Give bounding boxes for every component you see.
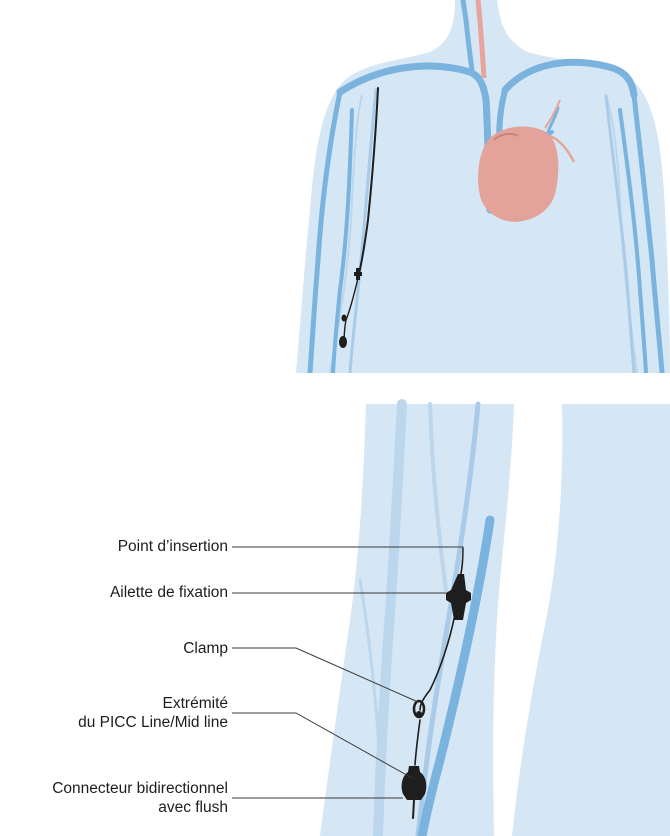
label-connector: Connecteur bidirectionnel avec flush — [52, 779, 228, 817]
label-catheter-tip-line1: Extrémité — [78, 694, 228, 713]
label-connector-line2: avec flush — [52, 798, 228, 817]
label-clamp: Clamp — [183, 639, 228, 658]
label-catheter-tip: Extrémité du PICC Line/Mid line — [78, 694, 228, 732]
heart — [478, 126, 558, 222]
forearm-illustration — [232, 404, 670, 836]
body-side — [512, 404, 670, 836]
label-clamp-text: Clamp — [183, 639, 228, 658]
label-fixation-wing-text: Ailette de fixation — [110, 583, 228, 602]
label-insertion-point: Point d’insertion — [118, 537, 228, 556]
label-fixation-wing: Ailette de fixation — [110, 583, 228, 602]
label-insertion-point-text: Point d’insertion — [118, 537, 228, 556]
label-catheter-tip-line2: du PICC Line/Mid line — [78, 713, 228, 732]
label-connector-line1: Connecteur bidirectionnel — [52, 779, 228, 798]
torso-illustration — [296, 0, 670, 373]
